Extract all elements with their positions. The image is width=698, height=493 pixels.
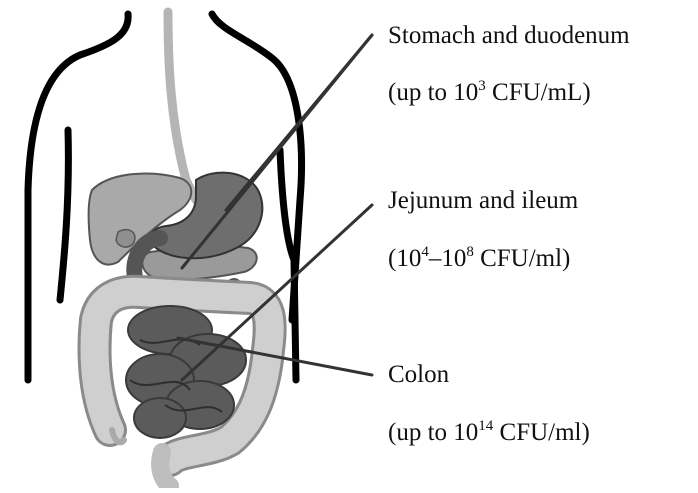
jejunum-count-exponent-high: 8	[466, 244, 474, 260]
stomach-count-unit: CFU/mL)	[486, 79, 591, 106]
jejunum-count-range: –10	[429, 245, 467, 272]
colon-count-unit: CFU/ml)	[493, 419, 590, 446]
stomach-label: Stomach and duodenum	[388, 21, 630, 51]
stomach-count-base: (up to 10	[388, 79, 478, 106]
colon-count-base: (up to 10	[388, 419, 478, 446]
jejunum-count-unit: CFU/ml)	[474, 245, 571, 272]
rectum	[160, 452, 170, 486]
esophagus	[168, 12, 196, 200]
colon-count-exponent: 14	[478, 418, 493, 434]
small-intestine	[126, 306, 246, 438]
stomach-count: (up to 103 CFU/mL)	[388, 78, 591, 111]
stomach-count-exponent: 3	[478, 78, 486, 94]
colon-count: (up to 1014 CFU/ml)	[388, 418, 590, 451]
jejunum-ileum-count: (104–108 CFU/ml)	[388, 244, 570, 277]
jejunum-ileum-label: Jejunum and ileum	[388, 186, 578, 216]
gallbladder	[116, 230, 135, 247]
left-arm-inner-outline	[60, 130, 68, 300]
jejunum-count-exponent-low: 4	[421, 244, 429, 260]
jejunum-count-base: (10	[388, 245, 421, 272]
colon-label: Colon	[388, 360, 449, 390]
